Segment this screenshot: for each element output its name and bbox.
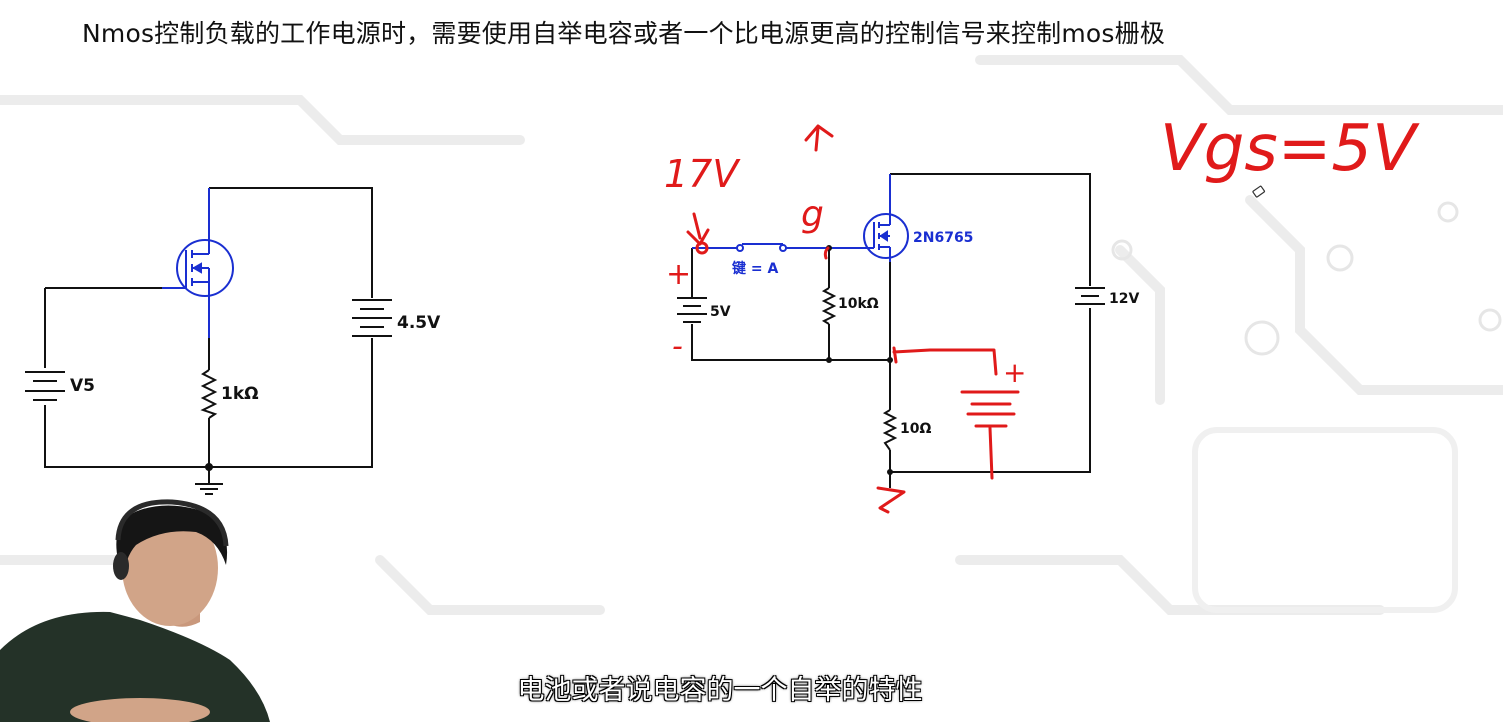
load-resistor-label: 10Ω: [900, 421, 931, 437]
left-battery-label: 4.5V: [397, 313, 441, 333]
gate-resistor-symbol: [821, 287, 837, 325]
minus-left-label: -: [672, 329, 683, 364]
switch-wires: [692, 174, 891, 249]
mosfet-label: 2N6765: [913, 230, 973, 246]
supply-battery-symbol: [1075, 287, 1105, 305]
vgs-note: Vgs=5V: [1160, 112, 1420, 186]
video-subtitle: 电池或者说电容的一个自举的特性: [517, 675, 923, 706]
left-resistor-symbol: [200, 369, 218, 419]
slide-title: Nmos控制负载的工作电源时，需要使用自举电容或者一个比电源更高的控制信号来控制…: [82, 19, 1166, 48]
plus-left-label: +: [666, 257, 691, 292]
right-mosfet-symbol: [863, 210, 909, 262]
plus-battery-label: +: [1003, 356, 1026, 389]
right-wires: [691, 173, 1091, 488]
gate-resistor-label: 10kΩ: [838, 296, 879, 312]
switch-symbol: [736, 243, 787, 252]
battery-wire-icon: [892, 346, 998, 376]
headset-icon: [115, 499, 229, 547]
presenter-hands: [70, 698, 210, 722]
left-source-symbol: [25, 371, 65, 401]
supply-label: 12V: [1109, 291, 1139, 307]
tick-mark-icon: [823, 246, 830, 260]
ground-scribble-icon: [876, 486, 906, 514]
right-source-label: 5V: [710, 304, 731, 320]
left-source-label: V5: [70, 376, 95, 396]
left-ground-icon: [195, 463, 223, 495]
left-mosfet-symbol: [162, 188, 234, 338]
left-battery-symbol: [352, 299, 392, 337]
node-circle-icon: [695, 241, 709, 255]
voltage-note: 17V: [664, 152, 741, 196]
hand-battery-icon: [960, 390, 1020, 480]
right-source-symbol: [677, 297, 707, 323]
node-g-label: g: [801, 194, 824, 235]
up-arrow-icon: [804, 124, 834, 152]
eraser-cursor-icon: [1252, 185, 1266, 198]
load-resistor-symbol: [882, 409, 898, 451]
presenter-shirt: [0, 611, 270, 722]
switch-label: 键 = A: [731, 260, 778, 277]
left-resistor-label: 1kΩ: [221, 384, 259, 404]
presenter-hair: [116, 505, 228, 575]
